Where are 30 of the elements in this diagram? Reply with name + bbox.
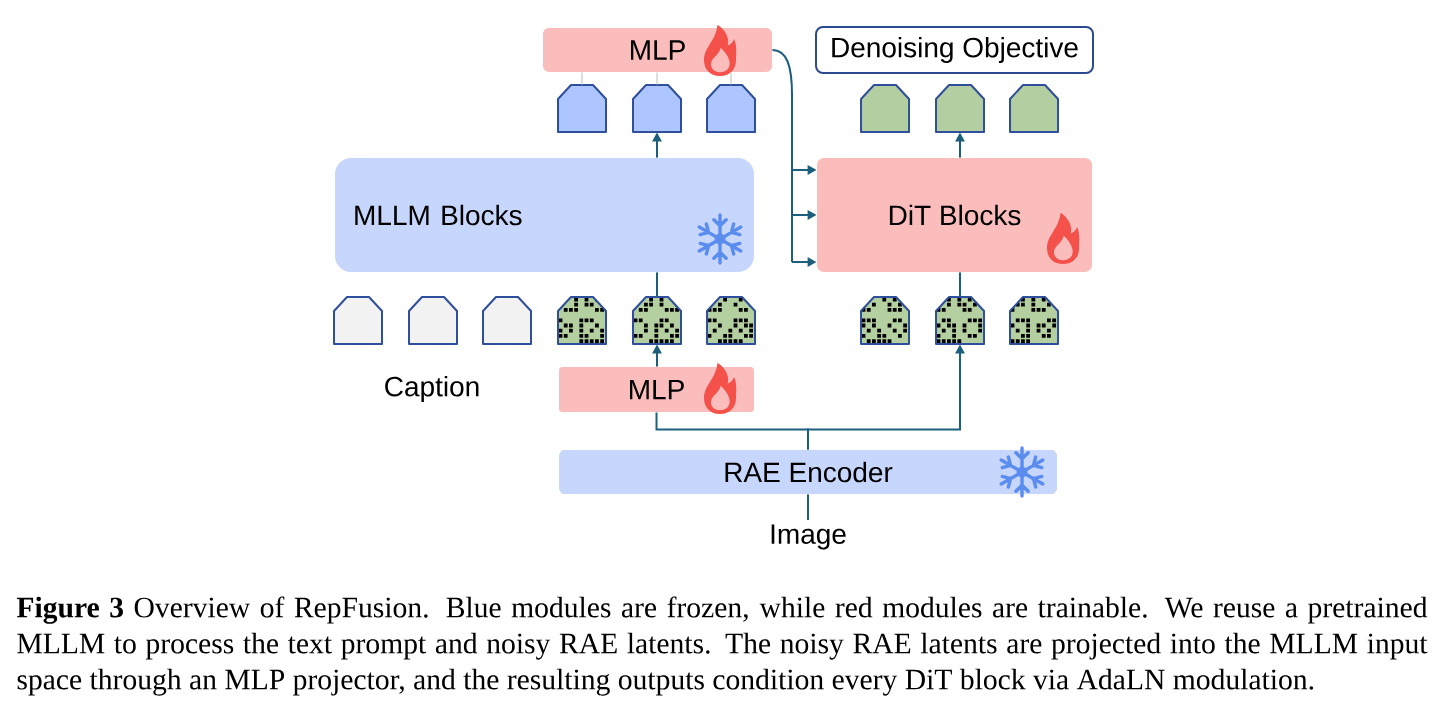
token-shape bbox=[935, 84, 985, 133]
module-box: MLP bbox=[559, 367, 754, 412]
token-shape bbox=[408, 296, 458, 345]
token-shape bbox=[482, 296, 532, 345]
objective-box: Denoising Objective bbox=[815, 26, 1094, 74]
token-shape bbox=[557, 84, 607, 133]
connector-line bbox=[959, 271, 961, 298]
token-shape bbox=[1009, 296, 1059, 345]
module-box: DiT Blocks bbox=[817, 158, 1092, 272]
token-shape bbox=[860, 84, 910, 133]
input-label: Image bbox=[771, 524, 846, 550]
connector-line bbox=[581, 71, 583, 86]
module-box: MLLM Blocks bbox=[335, 158, 754, 272]
token-shape bbox=[935, 296, 985, 345]
token-shape bbox=[632, 296, 682, 345]
token-shape bbox=[632, 84, 682, 133]
token-shape bbox=[333, 296, 383, 345]
token-shape bbox=[1009, 84, 1059, 133]
connector-line bbox=[656, 71, 658, 86]
module-box: RAE Encoder bbox=[559, 450, 1057, 494]
connector-line bbox=[807, 493, 809, 522]
token-shape bbox=[706, 296, 756, 345]
token-shape bbox=[860, 296, 910, 345]
figure-caption: Figure 3 Overview of RepFusion. Blue modules are frozen, while red modules are trainable. We reuse a pretrained MLLM to process the text prompt and noisy RAE latents. The noisy RAE latents are projected into the MLLM input space through an MLP projector, and the resulting outputs condition every DiT block via AdaLN modulation. bbox=[16, 596, 1428, 696]
connector-line bbox=[730, 71, 732, 86]
connector-line bbox=[656, 271, 658, 298]
token-shape bbox=[706, 84, 756, 133]
text-label: Caption bbox=[385, 375, 479, 403]
module-box: MLP bbox=[543, 28, 772, 72]
token-shape bbox=[557, 296, 607, 345]
